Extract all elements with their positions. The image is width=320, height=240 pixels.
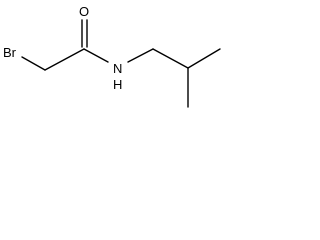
oxygen-atom-label: O	[79, 4, 89, 19]
bond-nitrogen-ch2	[127, 48, 154, 63]
bond-ch-methyl-up	[187, 48, 221, 69]
bond-ch2-carbonyl	[44, 48, 85, 71]
bond-ch2-ch	[152, 48, 189, 69]
bromine-atom-label: Br	[3, 45, 17, 60]
nitrogen-hydrogen-label: H	[113, 77, 122, 92]
bond-carbonyl-nitrogen	[83, 48, 109, 63]
chemical-structure-diagram: Br O N H	[3, 4, 221, 108]
nitrogen-atom-label: N	[113, 61, 122, 76]
bond-br-ch2	[21, 56, 46, 71]
